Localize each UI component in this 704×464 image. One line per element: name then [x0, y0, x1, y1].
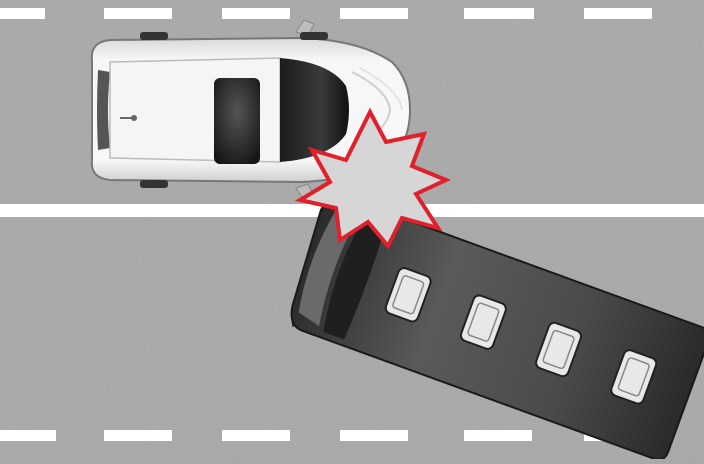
sunroof	[214, 78, 260, 164]
